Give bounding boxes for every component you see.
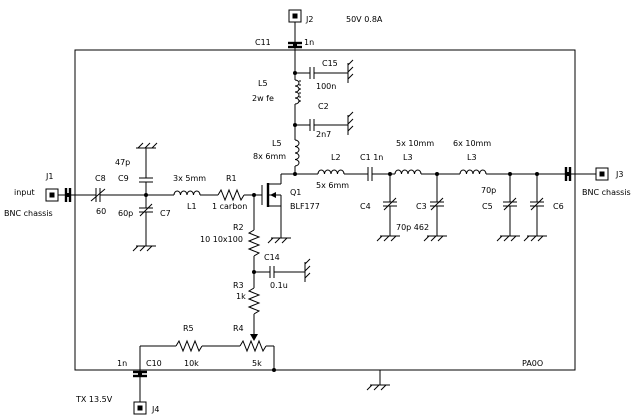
- potentiometer-wiper: [250, 334, 258, 341]
- capacitor-c2: [309, 119, 315, 131]
- label-r4: R4: [233, 324, 244, 333]
- label-j3: J3: [615, 170, 623, 179]
- inductor-l2: [317, 169, 345, 175]
- label-pa0o: PA0O: [522, 359, 543, 368]
- label-l1-value: 3x 5mm: [173, 174, 206, 183]
- resistor-r3: [247, 287, 261, 315]
- label-r3: R3: [233, 281, 244, 290]
- ground-symbol: [304, 258, 311, 282]
- label-c4-c3-value: 70p 462: [396, 223, 429, 232]
- potentiometer-r4: [239, 339, 267, 353]
- capacitor-c1: [367, 167, 373, 181]
- label-c1: C1 1n: [360, 153, 383, 162]
- label-r3-value: 1k: [236, 292, 246, 301]
- label-j1: J1: [45, 172, 53, 181]
- inductor-l3-first: [394, 169, 422, 175]
- label-c7-value: 60p: [118, 209, 133, 218]
- capacitor-c14: [269, 266, 275, 278]
- capacitor-c10: [133, 370, 147, 378]
- capacitor-c11: [288, 41, 302, 49]
- label-c10: C10: [146, 359, 162, 368]
- resistor-r2: [247, 229, 261, 257]
- ground-symbol: [496, 235, 520, 242]
- label-c8: C8: [95, 174, 106, 183]
- label-c2: C2: [318, 102, 329, 111]
- label-r2-value: 10 10x100: [200, 235, 243, 244]
- label-c9-value: 47p: [115, 158, 130, 167]
- connector-j2: [288, 9, 302, 23]
- label-c8-value: 60: [96, 207, 106, 216]
- label-c15-value: 100n: [316, 82, 336, 91]
- label-q1-value: BLF177: [290, 202, 320, 211]
- label-c11: C11: [255, 38, 271, 47]
- label-supply: 50V 0.8A: [346, 15, 383, 24]
- label-tx: TX 13.5V: [75, 395, 113, 404]
- capacitor-c15: [309, 67, 315, 79]
- ground-symbol: [136, 142, 158, 149]
- connector-j3: [595, 167, 609, 181]
- label-r2: R2: [233, 223, 244, 232]
- resistor-r5: [175, 339, 203, 353]
- connector-j1: [45, 188, 59, 202]
- label-c5: C5: [482, 202, 493, 211]
- label-c6: C6: [553, 202, 564, 211]
- output-feedthrough: [564, 167, 572, 181]
- label-j2: J2: [305, 15, 313, 24]
- label-bnc-input: BNC chassis: [4, 209, 53, 218]
- capacitor-c9: [139, 177, 153, 183]
- label-r1-value: 1 carbon: [212, 202, 247, 211]
- ground-symbol: [347, 59, 354, 83]
- inductor-l1: [173, 190, 201, 196]
- label-j4: J4: [151, 405, 159, 414]
- label-c2-value: 2n7: [316, 130, 331, 139]
- label-c4: C4: [360, 202, 371, 211]
- label-l3-second-value: 6x 10mm: [453, 139, 491, 148]
- label-q1: Q1: [290, 188, 301, 197]
- label-l1: L1: [187, 202, 197, 211]
- label-c14-value: 0.1u: [270, 281, 288, 290]
- label-l5-air: L5: [272, 139, 282, 148]
- label-r5: R5: [183, 324, 194, 333]
- inductor-l5-air: [294, 139, 300, 167]
- label-c10-value: 1n: [117, 359, 127, 368]
- label-input: input: [14, 188, 35, 197]
- label-r5-value: 10k: [184, 359, 199, 368]
- ground-symbol: [523, 235, 547, 242]
- label-l2: L2: [331, 153, 341, 162]
- connector-j4: [133, 401, 147, 415]
- ground-symbol: [423, 235, 447, 242]
- input-feedthrough: [64, 188, 72, 202]
- label-c11-value: 1n: [304, 38, 314, 47]
- label-bnc-output: BNC chassis: [582, 188, 631, 197]
- transistor-q1: [261, 183, 282, 238]
- label-r4-value: 5k: [252, 359, 262, 368]
- label-l3-first: L3: [403, 153, 413, 162]
- ground-symbol: [366, 384, 390, 391]
- inductor-l3-second: [459, 169, 487, 175]
- label-c9: C9: [118, 174, 129, 183]
- ground-symbol: [132, 245, 156, 252]
- label-l2-value: 5x 6mm: [316, 181, 349, 190]
- label-c5-c6-value: 70p: [481, 186, 496, 195]
- label-c7: C7: [160, 209, 171, 218]
- label-c3: C3: [416, 202, 427, 211]
- enclosure-outline: [74, 49, 576, 371]
- resistor-r1: [217, 188, 245, 202]
- ground-symbol: [376, 235, 400, 242]
- label-l5-air-value: 8x 6mm: [253, 152, 286, 161]
- label-l5-ferrite: L5: [258, 79, 268, 88]
- label-c15: C15: [322, 59, 338, 68]
- label-l3-first-value: 5x 10mm: [396, 139, 434, 148]
- label-l3-second: L3: [467, 153, 477, 162]
- label-r1: R1: [226, 174, 237, 183]
- label-c14: C14: [264, 253, 280, 262]
- ground-symbol: [347, 111, 354, 135]
- ground-symbol: [267, 237, 291, 244]
- label-l5-ferrite-value: 2w fe: [252, 94, 274, 103]
- inductor-l5-ferrite: [294, 79, 301, 105]
